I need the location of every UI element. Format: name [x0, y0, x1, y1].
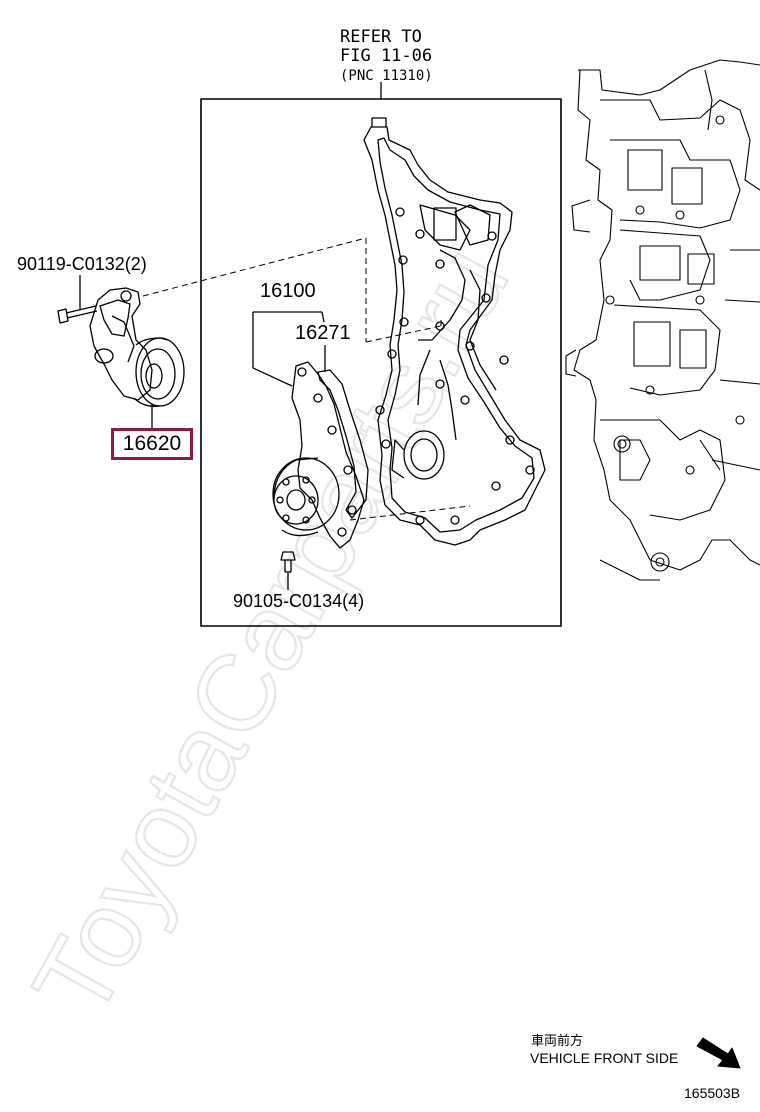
belt-tensioner	[57, 275, 185, 428]
figure-id: 165503B	[684, 1085, 741, 1101]
alignment-dashes	[142, 237, 471, 521]
refer-to-line1: REFER TO	[340, 27, 422, 47]
arrow-down-right-icon	[696, 1037, 741, 1069]
engine-block	[565, 59, 760, 581]
refer-to-line3: (PNC 11310)	[340, 68, 433, 84]
part-label-bolt-90105[interactable]: 90105-C0134(4)	[233, 591, 365, 611]
part-label-gasket[interactable]: 16271	[295, 322, 351, 344]
part-label-bolt-90119[interactable]: 90119-C0132(2)	[17, 254, 147, 274]
vehicle-front-side-jp: 車両前方	[531, 1033, 584, 1048]
water-pump	[252, 311, 369, 590]
part-label-tensioner-highlighted[interactable]: 16620	[111, 428, 193, 460]
vehicle-front-side-label: VEHICLE FRONT SIDE	[530, 1050, 679, 1066]
timing-cover	[363, 117, 546, 546]
refer-to-line2: FIG 11-06	[340, 46, 433, 66]
part-label-water-pump[interactable]: 16100	[260, 280, 316, 302]
